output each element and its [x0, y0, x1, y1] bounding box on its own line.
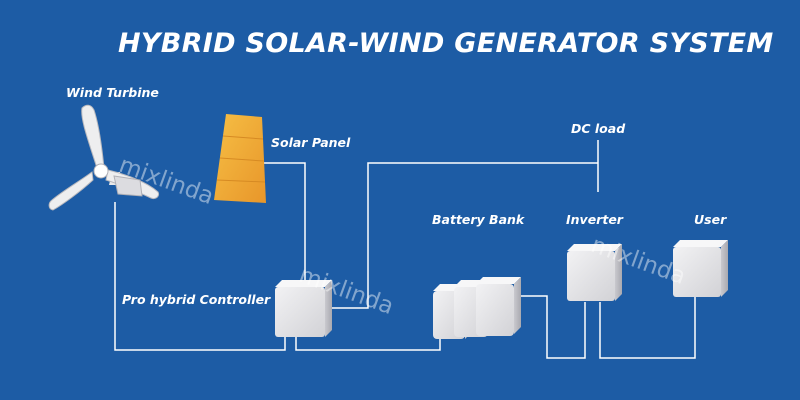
battery-bank-icon [433, 277, 521, 339]
controller-label: Pro hybrid Controller [122, 292, 271, 307]
wiring [114, 140, 696, 359]
diagram-title: HYBRID SOLAR-WIND GENERATOR SYSTEM [118, 28, 774, 59]
wire-controller-battery [295, 336, 441, 351]
wire-controller-dcload [330, 162, 598, 309]
controller-icon [275, 280, 332, 337]
dc-load-label: DC load [571, 121, 626, 136]
wind-turbine-icon [48, 104, 159, 211]
wind-turbine-label: Wind Turbine [66, 85, 159, 100]
user-device-icon [673, 240, 728, 297]
user-label: User [694, 212, 727, 227]
solar-panel-icon [214, 114, 266, 203]
wire-turbine-controller [114, 202, 286, 351]
wire-panel-controller [262, 162, 306, 282]
battery-bank-label: Battery Bank [432, 212, 525, 227]
wire-battery-inverter [519, 295, 586, 359]
inverter-icon [567, 244, 622, 301]
battery-unit [476, 277, 521, 336]
inverter-label: Inverter [566, 212, 623, 227]
solar-panel-label: Solar Panel [271, 135, 351, 150]
wire-inverter-user [599, 296, 696, 359]
